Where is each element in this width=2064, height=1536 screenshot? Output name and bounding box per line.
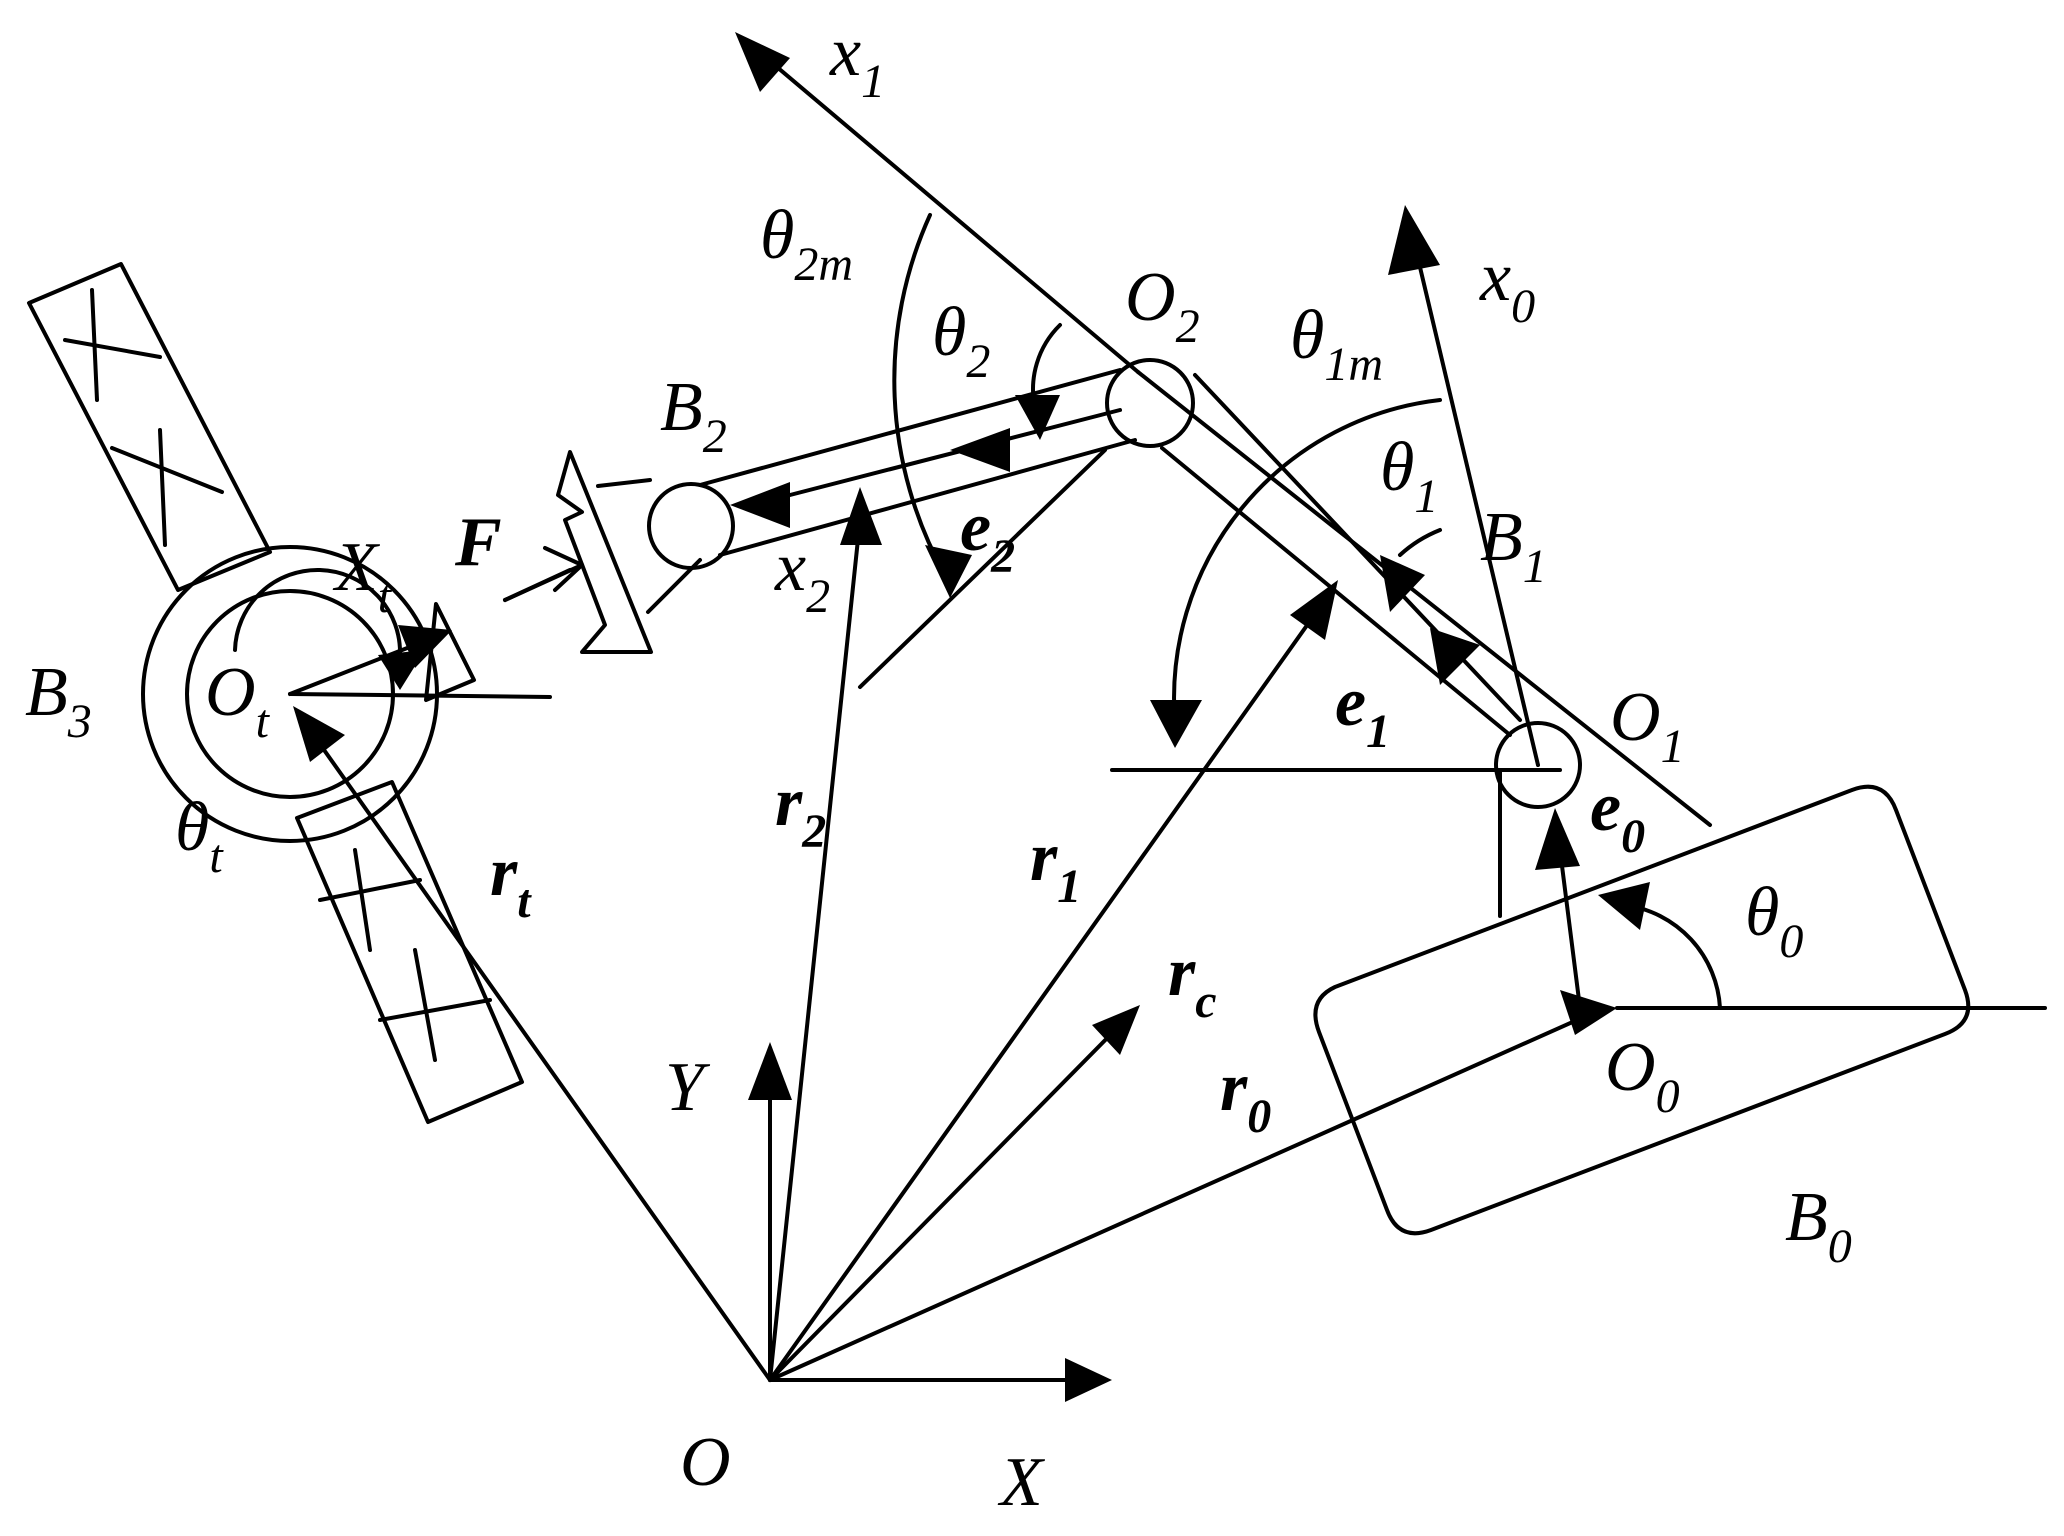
label-theta-2: θ2 xyxy=(932,294,990,388)
thetat-arc xyxy=(233,567,403,657)
upper-solar-panel xyxy=(27,262,272,592)
label-rc: rc xyxy=(1168,934,1217,1028)
vector-r2 xyxy=(768,518,862,1382)
e1-arrowhead-1 xyxy=(1430,628,1480,685)
label-x2: x2 xyxy=(774,529,830,623)
Y-arrowhead xyxy=(748,1042,792,1100)
link-2 xyxy=(556,358,1195,689)
labels: x1 x0 x2 θ2m θ2 θ1m θ1 θ0 θt O2 O1 O0 Ot… xyxy=(25,14,1852,1521)
e2-arrowhead-1 xyxy=(730,482,790,528)
axis-lines xyxy=(735,32,1562,1402)
servicer-base-b0 xyxy=(1313,768,2047,1236)
label-e0: e0 xyxy=(1590,769,1645,863)
gripper xyxy=(556,450,653,654)
x1-axis xyxy=(743,38,1140,374)
label-r1: r1 xyxy=(1030,819,1081,913)
theta1m-arc xyxy=(1172,398,1442,724)
label-theta-t: θt xyxy=(175,789,224,883)
target-spacecraft-b3 xyxy=(27,262,552,1124)
base-body xyxy=(1313,784,1971,1236)
label-F: F xyxy=(454,504,502,581)
label-x0: x0 xyxy=(1479,239,1535,333)
link-1 xyxy=(1136,370,1712,827)
e0-arrowhead xyxy=(1535,808,1580,870)
x0-axis xyxy=(1408,223,1540,767)
theta2m-arc xyxy=(892,213,947,577)
label-theta-2m: θ2m xyxy=(760,197,853,291)
label-B2: B2 xyxy=(660,369,727,463)
force-F xyxy=(503,563,584,602)
label-x1: x1 xyxy=(829,14,885,108)
label-e1: e1 xyxy=(1335,664,1390,758)
theta1-arc xyxy=(1398,528,1442,557)
label-X: X xyxy=(997,1444,1046,1521)
lower-solar-panel xyxy=(295,780,524,1124)
label-Ot: Ot xyxy=(205,654,271,748)
label-O1: O1 xyxy=(1610,679,1685,773)
vector-rt xyxy=(298,714,772,1382)
label-O: O xyxy=(680,1424,731,1501)
label-O2: O2 xyxy=(1125,259,1200,353)
vector-r1 xyxy=(768,598,1327,1382)
label-theta-0: θ0 xyxy=(1745,874,1803,968)
label-Xt: Xt xyxy=(332,529,393,623)
end-effector-b2 xyxy=(647,482,735,570)
e1-arrowhead-2 xyxy=(1380,555,1425,612)
joint-o1 xyxy=(1494,721,1582,809)
vector-rc xyxy=(768,1018,1127,1382)
e2-arrowhead-2 xyxy=(950,428,1010,472)
label-e2: e2 xyxy=(960,489,1015,583)
label-B3: B3 xyxy=(25,654,92,748)
label-r2: r2 xyxy=(775,764,826,858)
x0-arrowhead xyxy=(1388,205,1440,275)
X-arrowhead xyxy=(1065,1358,1112,1402)
joint-o2 xyxy=(1105,358,1195,448)
label-r0: r0 xyxy=(1220,1049,1271,1143)
label-rt: rt xyxy=(490,834,532,928)
angle-arcs xyxy=(233,213,1722,1010)
label-theta-1m: θ1m xyxy=(1290,297,1383,391)
label-Y: Y xyxy=(665,1049,711,1126)
label-O0: O0 xyxy=(1605,1029,1680,1123)
grapple-fixture xyxy=(424,602,476,702)
vector-r0 xyxy=(768,1010,1597,1382)
x1-arrowhead xyxy=(735,32,790,92)
label-theta-1: θ1 xyxy=(1380,429,1438,523)
label-B0: B0 xyxy=(1785,1179,1852,1273)
label-B1: B1 xyxy=(1480,499,1547,593)
position-vectors xyxy=(293,487,1617,1382)
